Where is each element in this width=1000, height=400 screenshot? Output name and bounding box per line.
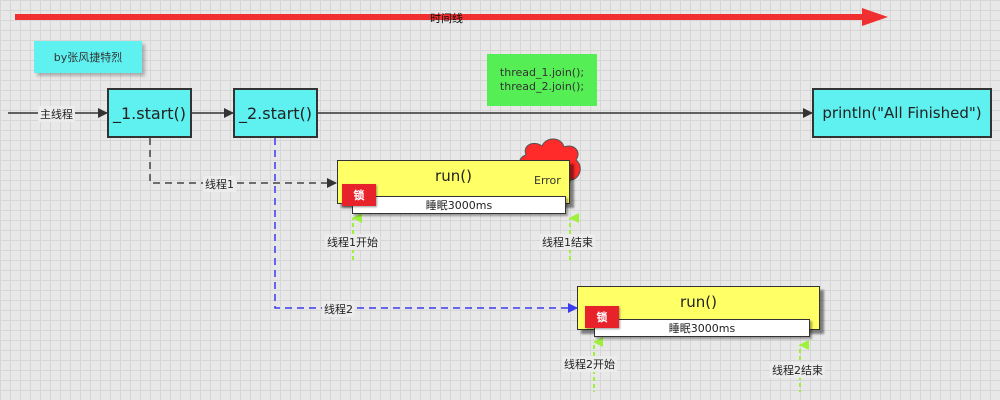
thread1-end-label: 线程1结束 bbox=[540, 234, 595, 250]
thread1-run-label: run() bbox=[435, 167, 472, 185]
thread1-branch-label: 线程1 bbox=[203, 176, 236, 192]
start2-label: _2.start() bbox=[238, 103, 312, 123]
author-note-text: by张风捷特烈 bbox=[53, 51, 123, 64]
timeline-label: 时间线 bbox=[430, 12, 463, 25]
thread2-lock-tag: 锁 bbox=[585, 306, 619, 328]
thread2-lock-label: 锁 bbox=[596, 311, 608, 324]
thread2-run-label: run() bbox=[680, 293, 717, 311]
join-note: thread_1.join(); thread_2.join(); bbox=[487, 54, 597, 106]
main-thread-label: 主线程 bbox=[38, 106, 75, 122]
thread2-sleep-label: 睡眠3000ms bbox=[668, 322, 736, 335]
start2-box[interactable]: _2.start() bbox=[233, 88, 318, 138]
start1-box[interactable]: _1.start() bbox=[107, 88, 192, 138]
thread1-sleep-label: 睡眠3000ms bbox=[425, 199, 493, 212]
thread1-sleep-box: 睡眠3000ms bbox=[352, 196, 566, 214]
thread1-branch-line bbox=[149, 138, 337, 188]
println-label: println("All Finished") bbox=[822, 104, 982, 122]
start1-label: _1.start() bbox=[112, 103, 186, 123]
thread2-sleep-box: 睡眠3000ms bbox=[594, 319, 810, 337]
thread1-lock-tag: 锁 bbox=[342, 184, 376, 206]
thread2-end-label: 线程2结束 bbox=[770, 362, 825, 378]
join-note-line2: thread_2.join(); bbox=[499, 80, 585, 93]
join-note-line1: thread_1.join(); bbox=[499, 66, 585, 79]
thread2-branch-label: 线程2 bbox=[322, 301, 355, 317]
thread2-start-label: 线程2开始 bbox=[562, 356, 617, 372]
error-label: Error bbox=[534, 174, 561, 187]
thread2-branch-line bbox=[274, 138, 578, 313]
timeline-arrow-head bbox=[862, 8, 888, 26]
println-box[interactable]: println("All Finished") bbox=[812, 88, 992, 138]
thread1-lock-label: 锁 bbox=[353, 189, 365, 202]
thread1-start-label: 线程1开始 bbox=[325, 234, 380, 250]
author-note: by张风捷特烈 bbox=[34, 41, 142, 73]
